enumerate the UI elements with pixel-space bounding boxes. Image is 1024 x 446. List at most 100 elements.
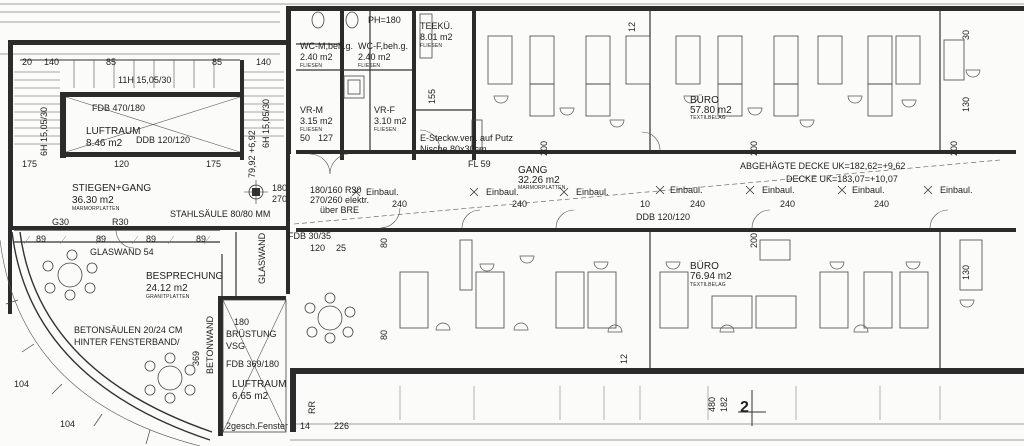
builtin-label: Einbaul. xyxy=(576,187,609,197)
room-name: VR-F xyxy=(374,105,395,115)
concrete-wall-label: BETONWAND xyxy=(205,315,215,374)
dim-label: 130 xyxy=(961,264,971,280)
dim-label: 180 xyxy=(272,183,288,193)
room-material: FLIESEN xyxy=(300,127,323,133)
builtin-label: Einbaul. xyxy=(486,187,519,197)
stair-code: 11H 15,05/30 xyxy=(118,75,172,85)
dim-label: 127 xyxy=(318,133,334,143)
room-material: FLIESEN xyxy=(420,43,443,49)
dim-label: 12 xyxy=(627,21,637,32)
electrical-note: über BRE xyxy=(320,205,360,215)
room-area: 32.26 m2 xyxy=(518,175,560,186)
dim-label: 85 xyxy=(106,57,117,67)
socket-note: Nische 80x30cm xyxy=(420,144,487,154)
fire-rating-label: G30 xyxy=(52,217,70,227)
dim-label: 200 xyxy=(749,232,759,248)
elevation-label: 79,92 +6,92 xyxy=(247,130,257,178)
dim-label: 226 xyxy=(334,421,350,431)
door-label: 180/160 R30 xyxy=(310,185,362,195)
room-area: 6.65 m2 xyxy=(232,391,269,402)
column-label: STAHLSÄULE 80/80 MM xyxy=(170,209,271,219)
dim-label: 240 xyxy=(392,199,408,209)
dim-label: 155 xyxy=(427,88,437,104)
dim-label: 240 xyxy=(780,199,796,209)
dim-label: 369 xyxy=(191,350,201,366)
room-material: GRANITPLATTEN xyxy=(146,294,190,300)
dim-label: 10 xyxy=(640,199,651,209)
dim-label: 130 xyxy=(961,96,971,112)
room-area: 24.12 m2 xyxy=(146,283,188,294)
room-name: LUFTRAUM xyxy=(86,126,141,137)
room-name: TEEKÜ. xyxy=(420,21,453,31)
dim-label: RR xyxy=(307,401,317,414)
ceiling-note: DECKE UK=183,07=+10,07 xyxy=(786,174,898,184)
dim-label: 480 xyxy=(707,396,717,412)
dim-label: 80 xyxy=(379,329,389,340)
room-area: 2.40 m2 xyxy=(300,52,333,62)
dim-label: 182 xyxy=(719,396,729,412)
room-area: 3.15 m2 xyxy=(300,116,333,126)
room-material: MARMORPLATTEN xyxy=(72,206,120,212)
room-name: WC-M,beh.g. xyxy=(300,41,354,51)
builtin-label: Einbaul. xyxy=(940,185,973,195)
dim-label: 25 xyxy=(336,243,347,253)
column-note: BETONSÄULEN 20/24 CM xyxy=(74,325,183,335)
glass-wall-label: GLASWAND 54 xyxy=(90,247,154,257)
dim-label: 120 xyxy=(310,243,326,253)
ddb-label: DDB 120/120 xyxy=(636,212,691,222)
room-area: 2.40 m2 xyxy=(358,52,391,62)
dim-label: 20 xyxy=(22,57,33,67)
room-material: MARMORPLATTEN xyxy=(518,185,566,191)
dim-label: 120 xyxy=(114,159,130,169)
dim-label: 180 xyxy=(234,317,250,327)
dim-label: 140 xyxy=(44,57,60,67)
dim-label: 240 xyxy=(512,199,528,209)
dim-label: 104 xyxy=(60,419,76,429)
fl-label: FL 59 xyxy=(468,159,491,169)
room-name: BESPRECHUNG xyxy=(146,271,224,282)
room-area: 57.80 m2 xyxy=(690,105,732,116)
room-name: BÜRO xyxy=(690,95,719,106)
dim-label: 104 xyxy=(14,379,30,389)
dim-label: 175 xyxy=(206,159,222,169)
room-material: FLIESEN xyxy=(374,127,397,133)
height-label: PH=180 xyxy=(368,15,401,25)
fdb-label: FDB 30/35 xyxy=(288,231,332,241)
dim-label: 89 xyxy=(146,234,157,244)
room-area: 3.10 m2 xyxy=(374,116,407,126)
builtin-label: Einbaul. xyxy=(670,185,703,195)
dim-label: 89 xyxy=(196,234,207,244)
room-name: LUFTRAUM xyxy=(232,379,287,390)
railing-glass-label: VSG xyxy=(226,341,246,351)
socket-note: E-Steckw.vert. auf Putz xyxy=(420,133,514,143)
dim-label: 89 xyxy=(96,234,107,244)
room-material: FLIESEN xyxy=(300,63,323,69)
dim-label: 200 xyxy=(539,140,549,156)
electrical-note: 270/260 elektr. xyxy=(310,195,370,205)
dim-label: 140 xyxy=(256,57,272,67)
builtin-label: Einbaul. xyxy=(852,185,885,195)
room-area: 8.01 m2 xyxy=(420,32,453,42)
dim-label: 200 xyxy=(949,140,959,156)
dim-label: 50 xyxy=(300,133,311,143)
railing-label: BRÜSTUNG xyxy=(226,329,277,339)
window-label: 2gesch.Fenster xyxy=(226,421,289,431)
room-area: 36.30 m2 xyxy=(72,195,114,206)
dim-label: 12 xyxy=(619,353,629,364)
room-material: TEXTILBELAG xyxy=(690,282,726,288)
column-note: HINTER FENSTERBAND/ xyxy=(74,337,180,347)
room-material: TEXTILBELAG xyxy=(690,115,726,121)
dim-label: 270 xyxy=(272,194,288,204)
builtin-label: Einbaul. xyxy=(762,185,795,195)
dim-label: 30 xyxy=(961,29,971,40)
builtin-label: Einbaul. xyxy=(366,187,399,197)
dim-label: 85 xyxy=(212,57,223,67)
room-material: FLIESEN xyxy=(358,63,381,69)
dim-label: 89 xyxy=(36,234,47,244)
stair-code-vertical: 6H 15,05/30 xyxy=(261,98,271,148)
stair-code-vertical: 6H 15,05/30 xyxy=(39,106,49,156)
room-area: 76.94 m2 xyxy=(690,271,732,282)
dim-label: 240 xyxy=(874,199,890,209)
fdb-label: FDB 369/180 xyxy=(226,359,280,369)
